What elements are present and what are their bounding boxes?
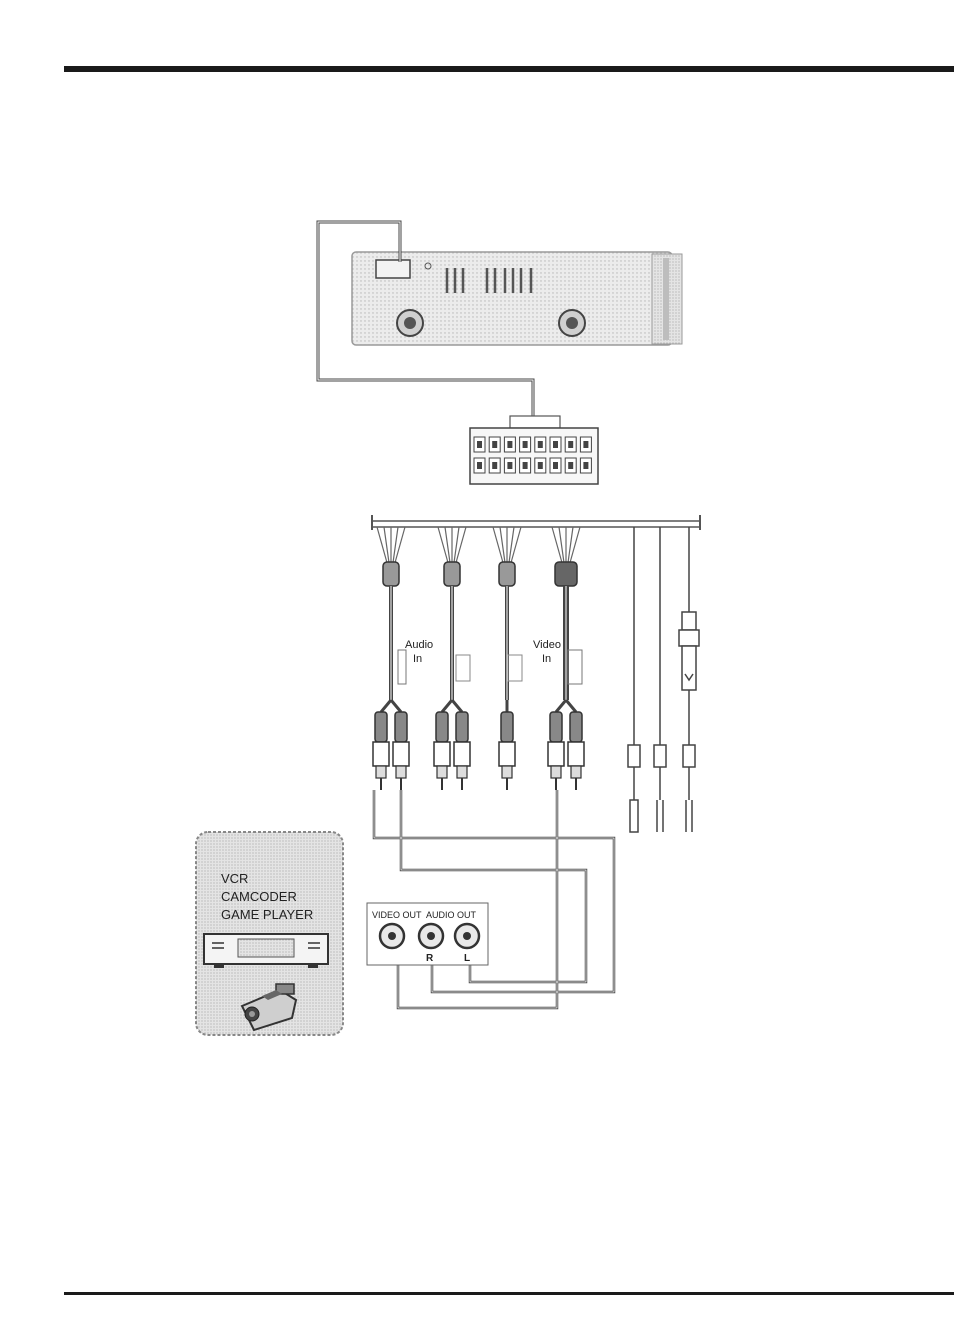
- rca-plug-body-icon: [550, 712, 562, 742]
- rca-plug-body-icon: [436, 712, 448, 742]
- rca-plug-shell-icon: [393, 742, 409, 766]
- connector-pin-contact: [583, 462, 588, 469]
- rca-split: [452, 700, 462, 712]
- rca-plug-collar-icon: [396, 766, 406, 778]
- rca-plug-shell-icon: [568, 742, 584, 766]
- source-game-player-label: GAME PLAYER: [221, 907, 313, 922]
- audio-out-right-jack-icon: [419, 924, 443, 948]
- video-out-jack-icon: [380, 924, 404, 948]
- rca-plug-body-icon: [570, 712, 582, 742]
- video-out-label: VIDEO OUT: [372, 910, 422, 920]
- rca-split: [566, 700, 576, 712]
- ferrite-bead-icon: [555, 562, 577, 586]
- connector-pin-contact: [553, 462, 558, 469]
- connector-pin-contact: [538, 462, 543, 469]
- ferrite-bead-icon: [499, 562, 515, 586]
- harness-bar: [372, 515, 700, 530]
- rca-split: [442, 700, 452, 712]
- svg-text:In: In: [542, 653, 551, 665]
- rca-split: [556, 700, 566, 712]
- connector-pin-contact: [492, 441, 497, 448]
- rca-cables: [373, 527, 584, 790]
- av-source-panel: VCR CAMCODER GAME PLAYER: [196, 832, 343, 1035]
- head-unit: [352, 252, 682, 345]
- rca-split: [381, 700, 391, 712]
- rca-plug-collar-icon: [457, 766, 467, 778]
- source-camcoder-label: CAMCODER: [221, 889, 297, 904]
- connector-pin-contact: [553, 441, 558, 448]
- connector-pin-contact: [477, 462, 482, 469]
- lead-wires: [628, 527, 699, 832]
- connector-pin-contact: [523, 462, 528, 469]
- connector-pin-contact: [507, 441, 512, 448]
- rca-plug-collar-icon: [571, 766, 581, 778]
- rca-plug-body-icon: [395, 712, 407, 742]
- iso-socket-icon: [376, 260, 410, 278]
- rca-plug-shell-icon: [454, 742, 470, 766]
- audio-in-label: Audio In: [398, 639, 433, 684]
- connector-pin-contact: [523, 441, 528, 448]
- audio-out-left-jack-icon: [455, 924, 479, 948]
- rca-plug-body-icon: [456, 712, 468, 742]
- rca-plug-shell-icon: [548, 742, 564, 766]
- rca-plug-body-icon: [375, 712, 387, 742]
- svg-text:In: In: [413, 653, 422, 665]
- av-output-panel: VIDEO OUT AUDIO OUT R L: [367, 903, 488, 965]
- svg-text:Audio: Audio: [405, 639, 433, 651]
- connector-pin-contact: [492, 462, 497, 469]
- rca-plug-body-icon: [501, 712, 513, 742]
- connector-pin-contact: [507, 462, 512, 469]
- connector-pin-contact: [477, 441, 482, 448]
- ferrite-bead-icon: [444, 562, 460, 586]
- connector-pin-contact: [568, 462, 573, 469]
- rca-split: [391, 700, 401, 712]
- av-connection-lines: [374, 790, 614, 1008]
- rca-plug-collar-icon: [376, 766, 386, 778]
- audio-out-label: AUDIO OUT: [426, 910, 477, 920]
- rca-plug-collar-icon: [502, 766, 512, 778]
- rca-plug-shell-icon: [499, 742, 515, 766]
- rca-plug-collar-icon: [437, 766, 447, 778]
- connector-pin-contact: [583, 441, 588, 448]
- multipin-connector: [470, 416, 598, 484]
- rca-plug-collar-icon: [551, 766, 561, 778]
- svg-text:Video: Video: [533, 639, 561, 651]
- mounting-screw-icon: [559, 310, 585, 336]
- mounting-screw-icon: [397, 310, 423, 336]
- source-vcr-label: VCR: [221, 871, 248, 886]
- ferrite-bead-icon: [383, 562, 399, 586]
- connector-pin-contact: [568, 441, 573, 448]
- rca-plug-shell-icon: [434, 742, 450, 766]
- left-channel-label: L: [464, 953, 470, 964]
- connector-pin-contact: [538, 441, 543, 448]
- vcr-icon: [204, 934, 328, 968]
- video-in-label: Video In: [533, 639, 582, 684]
- right-channel-label: R: [426, 953, 434, 964]
- rca-plug-shell-icon: [373, 742, 389, 766]
